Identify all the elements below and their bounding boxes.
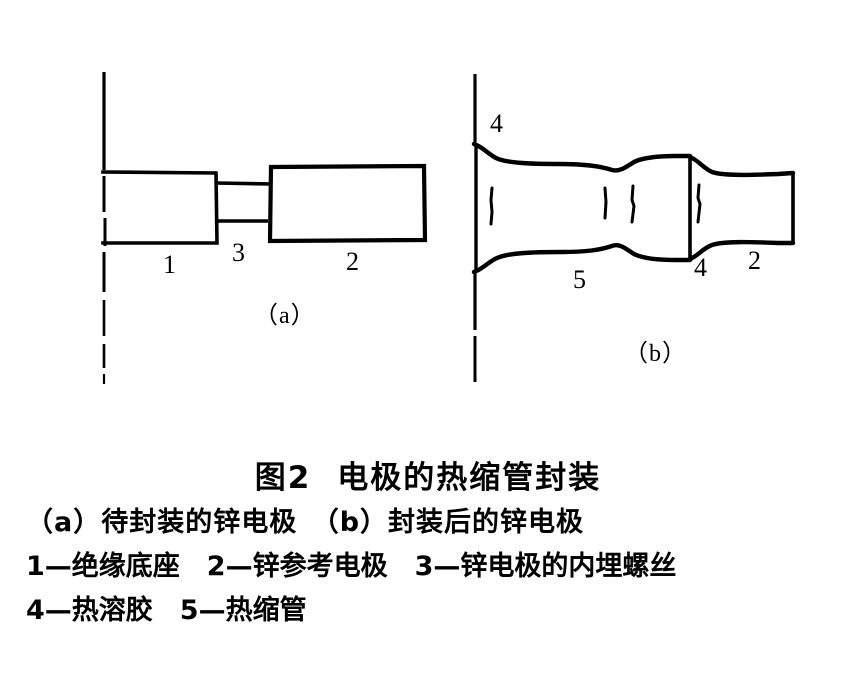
panel-b-label-4-top: 4 [490, 109, 503, 138]
panel-b-electrode-bottom-edge [687, 239, 796, 262]
panel-b-drawing [471, 74, 796, 382]
panel-b-tube-bottom-edge [471, 243, 693, 275]
panel-b-wall-line [473, 74, 478, 382]
figure-subtitle: （a）待封装的锌电极 （b）封装后的锌电极 [26, 507, 585, 538]
panel-a-wall-line [102, 72, 107, 384]
panel-a-identifier: （a） [254, 303, 316, 329]
panel-b-hatch-ticks [489, 183, 702, 226]
panel-a-drawing [101, 72, 428, 384]
panel-b-tube-top-edge [471, 141, 693, 173]
figure-title-text: 电极的热缩管封装 [337, 460, 602, 496]
figure-number: 图2 [254, 460, 312, 496]
panel-a-label-3: 3 [232, 238, 245, 267]
figure-caption-block: 图2 电极的热缩管封装 （a）待封装的锌电极 （b）封装后的锌电极 1—绝缘底座 … [0, 455, 846, 633]
panel-a-label-1: 1 [163, 250, 176, 279]
panel-a-base-rect [101, 170, 219, 245]
panel-b-identifier: （b） [624, 341, 687, 367]
figure-title: 图2 电极的热缩管封装 [0, 455, 846, 501]
panel-b-label-4-bottom: 4 [694, 253, 707, 282]
panel-a-screw-connector [215, 181, 273, 223]
figure-legend-line-1: 1—绝缘底座 2—锌参考电极 3—锌电极的内埋螺丝 [26, 551, 677, 582]
panel-b-electrode-top-edge [687, 154, 796, 178]
panel-b-label-5: 5 [573, 265, 586, 294]
panel-a-label-2: 2 [346, 247, 359, 276]
panel-b-label-2: 2 [748, 246, 761, 275]
panel-a-electrode-rect [267, 163, 428, 244]
figure-legend-line-2: 4—热溶胶 5—热缩管 [26, 595, 307, 626]
